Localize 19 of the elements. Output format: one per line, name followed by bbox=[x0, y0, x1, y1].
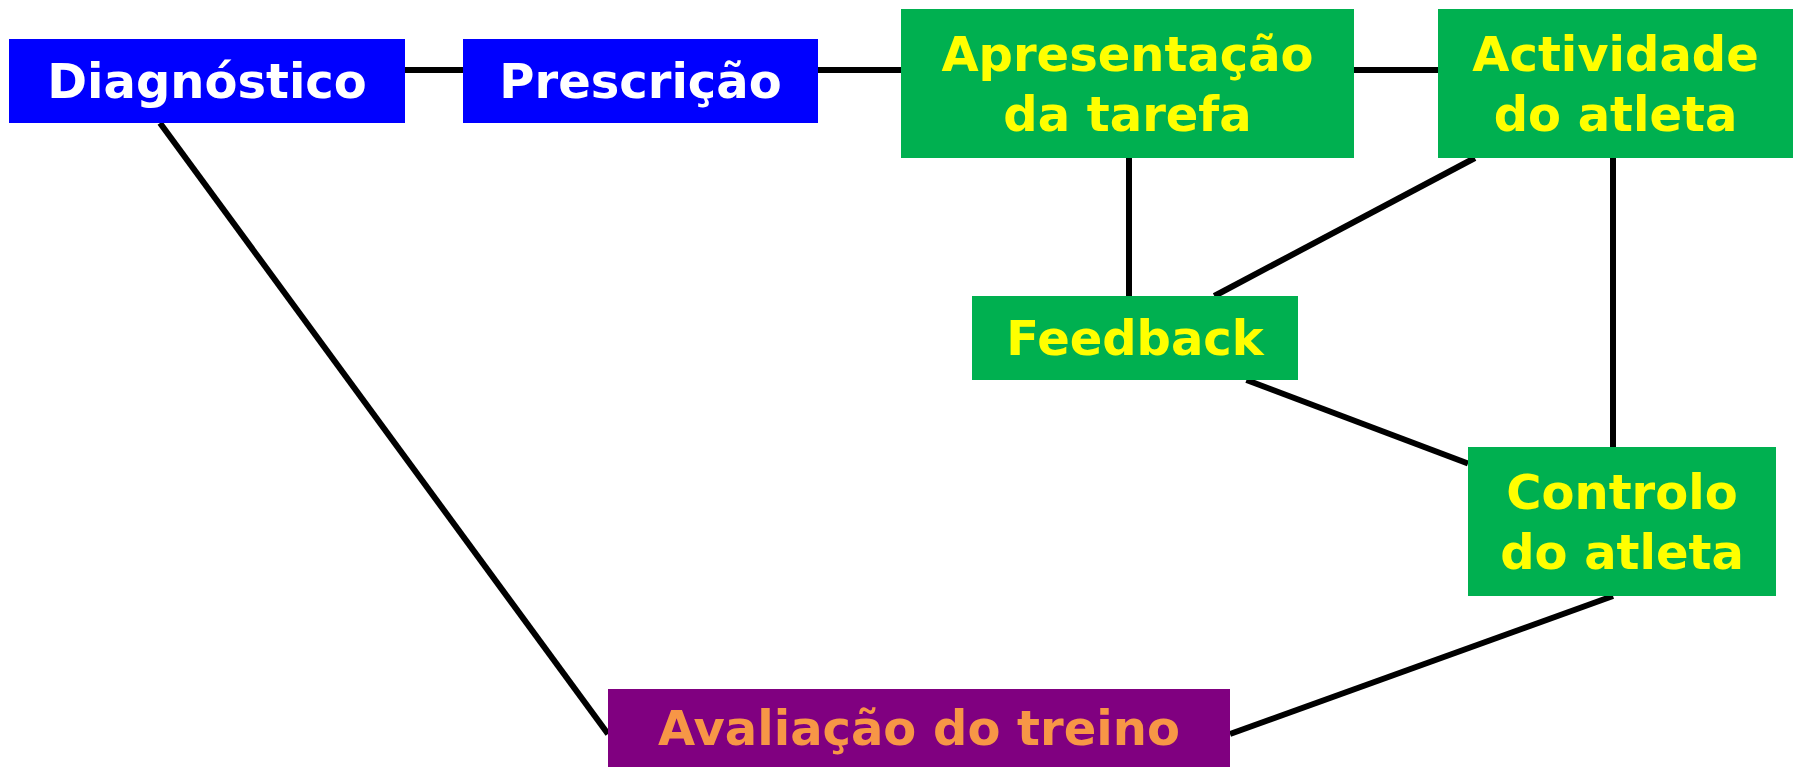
box-label: Actividade do atleta bbox=[1471, 24, 1760, 144]
box-label: Prescrição bbox=[498, 52, 783, 111]
process-box bbox=[1438, 9, 1793, 158]
process-box bbox=[463, 39, 818, 123]
box-label: Diagnóstico bbox=[46, 52, 368, 111]
box-label: Controlo do atleta bbox=[1499, 462, 1745, 582]
process-box bbox=[901, 9, 1354, 158]
connector-line bbox=[405, 67, 463, 73]
process-box bbox=[608, 689, 1230, 767]
box-label: Feedback bbox=[1005, 309, 1266, 368]
connector-line bbox=[818, 67, 901, 73]
box-label: Avaliação do treino bbox=[657, 699, 1181, 758]
process-box bbox=[1468, 447, 1776, 596]
box-label: Apresentação da tarefa bbox=[940, 24, 1315, 144]
connector-line bbox=[1610, 158, 1616, 447]
connector-line bbox=[1354, 67, 1438, 73]
process-box bbox=[9, 39, 405, 123]
process-box bbox=[972, 296, 1298, 380]
connector-line bbox=[1126, 158, 1132, 296]
